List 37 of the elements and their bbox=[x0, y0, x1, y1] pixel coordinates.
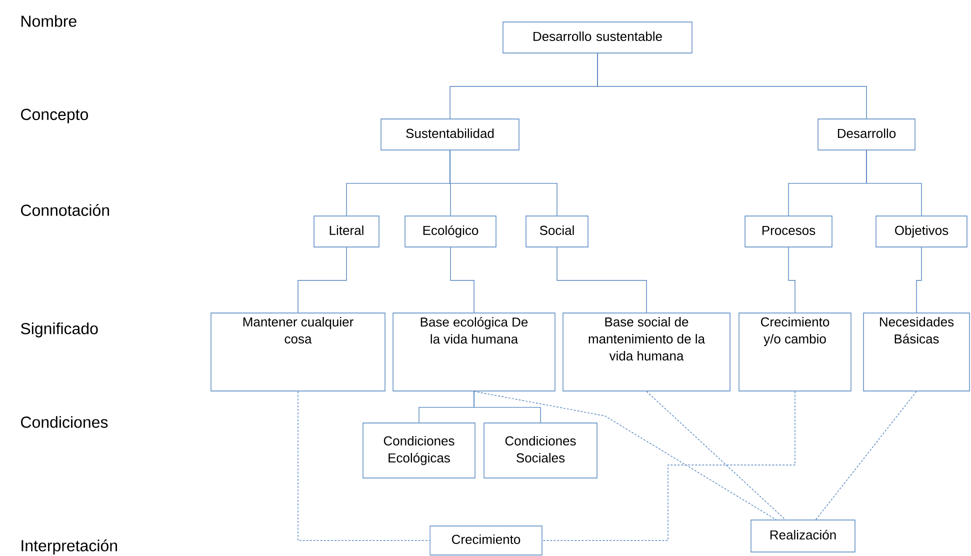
connector-line bbox=[866, 150, 922, 216]
concept-box: Social bbox=[526, 216, 588, 248]
concept-box: Base social de mantenimiento de la vida humana bbox=[562, 312, 730, 392]
concept-box: Ecológico bbox=[404, 216, 496, 248]
level-label: Nombre bbox=[22, 15, 76, 27]
connector-line bbox=[646, 390, 786, 520]
level-label: Interpretación bbox=[22, 539, 117, 555]
level-label: Condiciones bbox=[21, 416, 108, 428]
concept-box: Realización bbox=[750, 520, 856, 552]
connector-line bbox=[788, 246, 796, 313]
concept-box: Desarrollo bbox=[818, 118, 916, 150]
connector-line bbox=[556, 246, 647, 313]
connector-line bbox=[298, 390, 430, 541]
concept-box: Desarrollo sustentable bbox=[502, 22, 692, 54]
concept-box: Mantener cualquier cosa bbox=[210, 312, 386, 392]
level-label: Connotación bbox=[21, 204, 109, 216]
connector-line bbox=[474, 390, 541, 423]
connector-line bbox=[450, 246, 474, 313]
concept-box: Sustentabilidad bbox=[380, 118, 520, 150]
connector-line bbox=[916, 246, 922, 313]
connector-line bbox=[815, 390, 917, 520]
concept-box: Literal bbox=[314, 216, 380, 248]
concept-box: Condiciones Ecológicas bbox=[362, 422, 476, 478]
connector-line bbox=[298, 246, 347, 313]
concept-box: Procesos bbox=[744, 216, 832, 248]
concept-box: Necesidades Básicas bbox=[863, 312, 970, 392]
concept-box: Crecimiento bbox=[430, 526, 542, 556]
connector-line bbox=[474, 390, 776, 520]
concept-box: Objetivos bbox=[876, 216, 968, 248]
level-label: Significado bbox=[20, 322, 98, 338]
connector-line bbox=[597, 53, 867, 119]
connector-line bbox=[450, 150, 558, 216]
connector-line bbox=[542, 390, 796, 541]
level-label: Concepto bbox=[21, 108, 88, 124]
concept-box: Base ecológica De la vida humana bbox=[392, 312, 556, 392]
concept-box: Crecimiento y/o cambio bbox=[738, 312, 852, 392]
concept-box: Condiciones Sociales bbox=[484, 422, 598, 478]
